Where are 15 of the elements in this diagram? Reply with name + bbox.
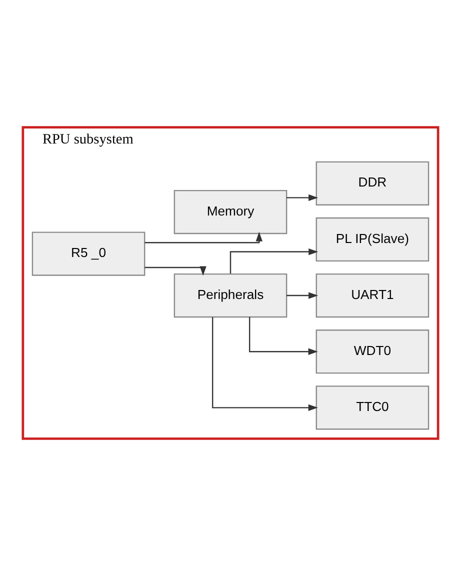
arrow [249, 316, 318, 354]
node-box: WDT0 [316, 329, 430, 374]
node-box: UART1 [316, 272, 430, 318]
arrow [144, 231, 262, 243]
node-box: Memory [174, 189, 288, 234]
node-box: R5 _0 [32, 231, 146, 276]
node-box: PL IP(Slave) [316, 216, 430, 262]
arrow [286, 194, 318, 201]
arrow [144, 266, 206, 276]
arrow [286, 292, 318, 298]
arrow [212, 316, 318, 411]
arrow [230, 248, 318, 274]
node-box: TTC0 [316, 385, 430, 430]
node-box: Peripherals [174, 272, 288, 318]
node-box: DDR [316, 160, 430, 205]
